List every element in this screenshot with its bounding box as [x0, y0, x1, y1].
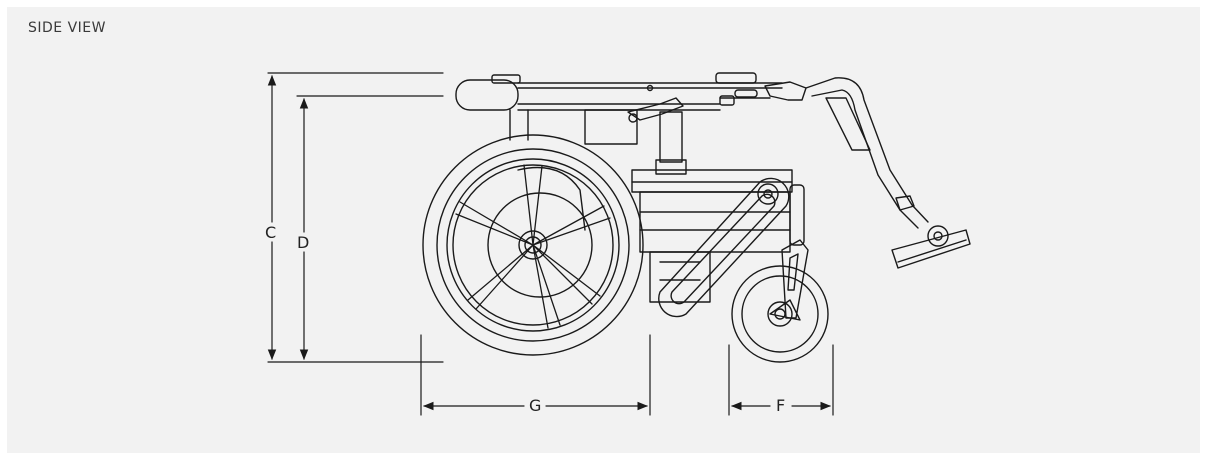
view-title: SIDE VIEW — [28, 20, 106, 36]
drawing-panel — [7, 7, 1200, 453]
dimension-c-label: C — [265, 223, 276, 242]
footrest — [805, 77, 971, 269]
swing-arm — [658, 177, 790, 318]
dimension-g-label: G — [529, 396, 541, 415]
dimension-d-label: D — [297, 233, 309, 252]
dimension-f-label: F — [776, 396, 785, 415]
front-caster — [731, 239, 829, 363]
armrest — [455, 72, 807, 123]
chassis — [509, 109, 805, 303]
dimension-lines — [267, 72, 834, 416]
rear-wheel — [422, 134, 644, 356]
